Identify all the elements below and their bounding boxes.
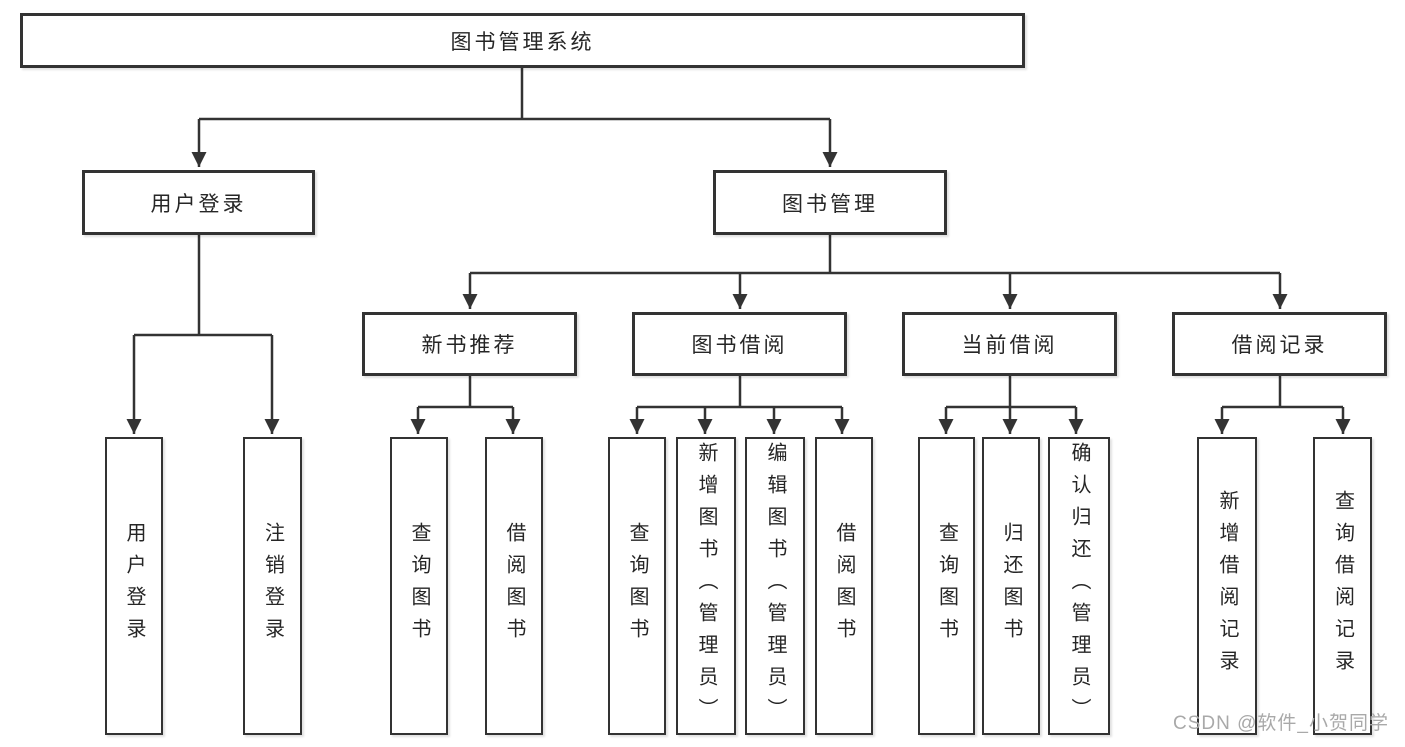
leaf-newbook-query: 查询图书 — [390, 437, 448, 735]
leaf-borrowing-add-admin-label: 新增图书（管理员） — [695, 442, 717, 730]
leaf-user-login: 用户登录 — [105, 437, 163, 735]
leaf-current-query: 查询图书 — [918, 437, 975, 735]
leaf-records-add-label: 新增借阅记录 — [1216, 490, 1238, 682]
node-new-book-recommend: 新书推荐 — [362, 312, 577, 376]
connector-book-management — [470, 235, 1280, 275]
watermark: CSDN @软件_小贺同学 — [1173, 713, 1389, 734]
leaf-current-return-label: 归还图书 — [1000, 522, 1022, 650]
connector-current-borrowing — [946, 376, 1076, 409]
leaf-current-query-label: 查询图书 — [935, 522, 958, 650]
leaf-borrowing-query-label: 查询图书 — [626, 522, 648, 650]
leaf-records-add: 新增借阅记录 — [1197, 437, 1257, 735]
node-new-book-recommend-label: 新书推荐 — [421, 334, 518, 357]
node-current-borrowing: 当前借阅 — [902, 312, 1117, 376]
leaf-borrowing-add-admin: 新增图书（管理员） — [676, 437, 736, 735]
leaf-records-query: 查询借阅记录 — [1313, 437, 1372, 735]
leaf-newbook-borrow: 借阅图书 — [485, 437, 543, 735]
node-borrowing-records: 借阅记录 — [1172, 312, 1387, 376]
connector-root — [199, 68, 830, 121]
leaf-borrowing-edit-admin-label: 编辑图书（管理员） — [764, 442, 786, 730]
node-current-borrowing-label: 当前借阅 — [961, 334, 1058, 357]
node-book-management: 图书管理 — [713, 170, 947, 235]
connector-new-books — [418, 376, 513, 409]
leaf-borrowing-query: 查询图书 — [608, 437, 666, 735]
connector-borrowing-records — [1222, 376, 1343, 409]
leaf-newbook-query-label: 查询图书 — [408, 522, 430, 650]
leaf-borrowing-edit-admin: 编辑图书（管理员） — [745, 437, 805, 735]
leaf-current-confirm-admin: 确认归还（管理员） — [1048, 437, 1110, 735]
leaf-user-login-label: 用户登录 — [123, 522, 145, 650]
leaf-borrowing-borrow: 借阅图书 — [815, 437, 873, 735]
node-user-login-label: 用户登录 — [150, 192, 247, 216]
node-book-borrowing: 图书借阅 — [632, 312, 847, 376]
leaf-logout: 注销登录 — [243, 437, 302, 735]
leaf-current-return: 归还图书 — [982, 437, 1040, 735]
node-root-label: 图书管理系统 — [450, 30, 595, 54]
leaf-current-confirm-admin-label: 确认归还（管理员） — [1068, 442, 1090, 730]
node-book-borrowing-label: 图书借阅 — [691, 334, 788, 357]
node-user-login: 用户登录 — [82, 170, 315, 235]
node-root: 图书管理系统 — [20, 13, 1025, 68]
leaf-borrowing-borrow-label: 借阅图书 — [833, 522, 855, 650]
leaf-records-query-label: 查询借阅记录 — [1331, 490, 1354, 682]
connector-book-borrowing — [637, 376, 842, 409]
connector-user-login — [134, 235, 272, 337]
node-borrowing-records-label: 借阅记录 — [1231, 334, 1328, 357]
leaf-logout-label: 注销登录 — [261, 522, 284, 650]
leaf-newbook-borrow-label: 借阅图书 — [503, 522, 525, 650]
node-book-management-label: 图书管理 — [782, 192, 878, 216]
